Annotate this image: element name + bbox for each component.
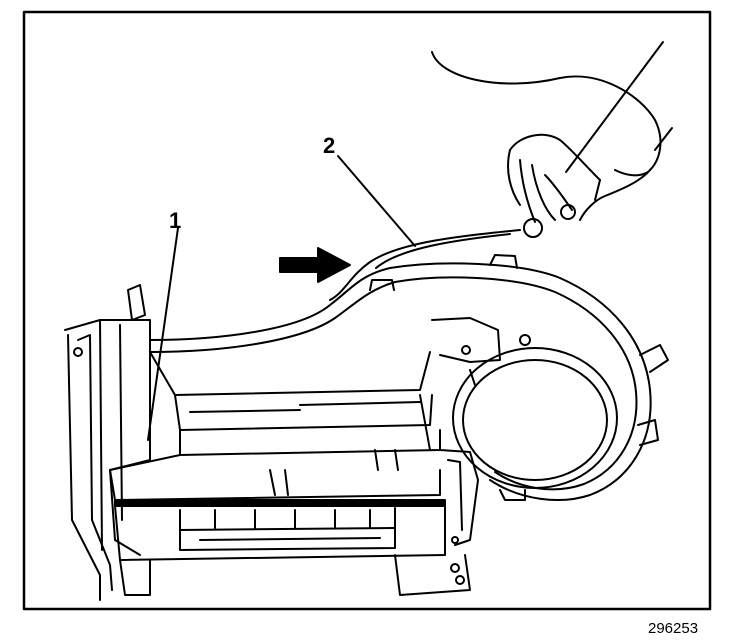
blower-opening xyxy=(452,347,618,489)
hand-illustration xyxy=(431,51,662,238)
blower-case xyxy=(64,254,669,601)
figure-number: 296253 xyxy=(648,620,699,637)
leader-line-1 xyxy=(147,227,179,441)
leader-line-2 xyxy=(337,155,416,247)
direction-arrow xyxy=(279,247,351,283)
callout-label-2: 2 xyxy=(323,133,336,158)
wire-strap xyxy=(329,41,673,301)
callout-label-1: 1 xyxy=(169,208,182,233)
figure-frame xyxy=(22,10,712,611)
